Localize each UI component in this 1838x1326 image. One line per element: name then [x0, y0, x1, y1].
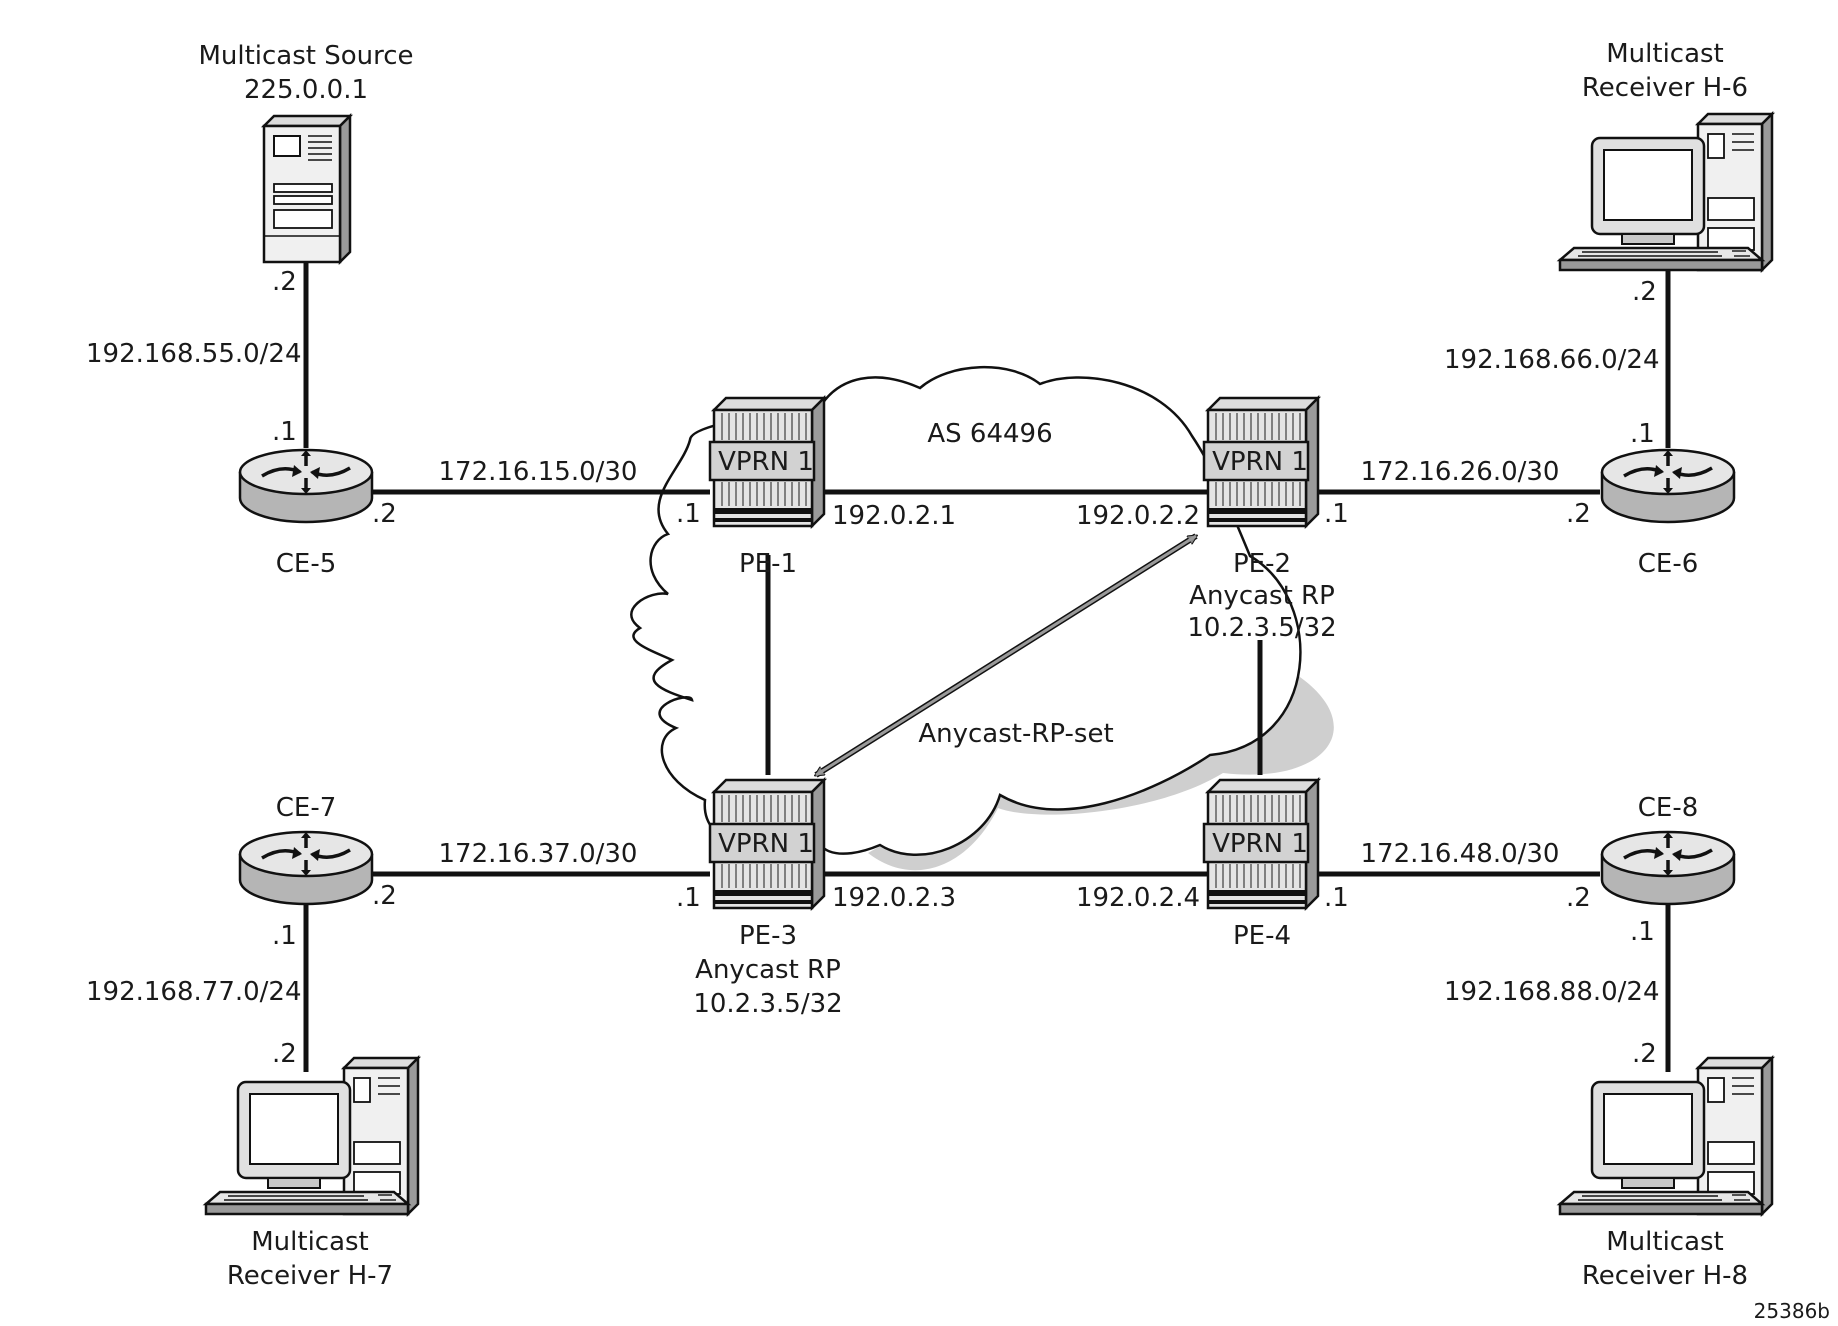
pe1-p2p-octet: .1 [676, 499, 701, 529]
h8-label-line1: Multicast [1606, 1227, 1724, 1257]
pe2-p2p-octet: .1 [1324, 499, 1349, 529]
ce7-pe3-subnet: 172.16.37.0/30 [439, 839, 638, 869]
ce7-p2p-octet: .2 [372, 881, 397, 911]
pe1-system-ip: 192.0.2.1 [832, 501, 956, 531]
as-number-label: AS 64496 [927, 419, 1052, 449]
ce6-router-icon [1600, 448, 1736, 524]
pe3-anycast-rp-label: Anycast RP [695, 955, 841, 985]
h8-lan-subnet: 192.168.88.0/24 [1444, 977, 1660, 1007]
pe2-vprn-label: VPRN 1 [1212, 447, 1308, 477]
ce5-lan-octet: .1 [272, 417, 297, 447]
h6-octet: .2 [1632, 277, 1657, 307]
ce5-router-icon [238, 448, 374, 524]
source-group: 225.0.0.1 [244, 75, 368, 105]
multicast-source-server-icon [262, 114, 352, 264]
pe4-vprn-label: VPRN 1 [1212, 829, 1308, 859]
h7-octet: .2 [272, 1039, 297, 1069]
pe2-label: PE-2 [1233, 549, 1291, 579]
source-octet: .2 [272, 267, 297, 297]
source-title: Multicast Source [198, 41, 413, 71]
ce8-lan-octet: .1 [1630, 917, 1655, 947]
h7-lan-subnet: 192.168.77.0/24 [86, 977, 302, 1007]
h8-label-line2: Receiver H-8 [1582, 1261, 1748, 1291]
pe2-system-ip: 192.0.2.2 [1076, 501, 1200, 531]
source-lan-subnet: 192.168.55.0/24 [86, 339, 302, 369]
ce8-p2p-octet: .2 [1566, 883, 1591, 913]
h7-label-line1: Multicast [251, 1227, 369, 1257]
receiver-h8-workstation-icon [1558, 1056, 1774, 1216]
pe4-p2p-octet: .1 [1324, 883, 1349, 913]
h6-label-line2: Receiver H-6 [1582, 73, 1748, 103]
ce6-p2p-octet: .2 [1566, 499, 1591, 529]
pe3-anycast-address: 10.2.3.5/32 [693, 989, 842, 1019]
pe2-anycast-rp-label: Anycast RP [1189, 581, 1335, 611]
receiver-h7-workstation-icon [204, 1056, 420, 1216]
pe4-system-ip: 192.0.2.4 [1076, 883, 1200, 913]
h8-octet: .2 [1632, 1039, 1657, 1069]
ce7-lan-octet: .1 [272, 921, 297, 951]
figure-id: 25386b [1754, 1299, 1830, 1323]
ce5-pe1-subnet: 172.16.15.0/30 [439, 457, 638, 487]
links [303, 232, 1671, 1072]
ce8-pe4-subnet: 172.16.48.0/30 [1361, 839, 1560, 869]
pe3-system-ip: 192.0.2.3 [832, 883, 956, 913]
receiver-h6-workstation-icon [1558, 112, 1774, 272]
h6-lan-subnet: 192.168.66.0/24 [1444, 345, 1660, 375]
pe3-vprn-label: VPRN 1 [718, 829, 814, 859]
ce5-label: CE-5 [276, 549, 337, 579]
ce8-router-icon [1600, 830, 1736, 906]
ce8-label: CE-8 [1638, 793, 1699, 823]
pe3-p2p-octet: .1 [676, 883, 701, 913]
pe3-label: PE-3 [739, 921, 797, 951]
ce6-lan-octet: .1 [1630, 419, 1655, 449]
ce6-label: CE-6 [1638, 549, 1699, 579]
ce5-p2p-octet: .2 [372, 499, 397, 529]
ce7-label: CE-7 [276, 793, 337, 823]
pe1-vprn-label: VPRN 1 [718, 447, 814, 477]
ce7-router-icon [238, 830, 374, 906]
pe2-anycast-address: 10.2.3.5/32 [1187, 613, 1336, 643]
pe1-label: PE-1 [739, 549, 797, 579]
h6-label-line1: Multicast [1606, 39, 1724, 69]
pe4-label: PE-4 [1233, 921, 1291, 951]
ce6-pe2-subnet: 172.16.26.0/30 [1361, 457, 1560, 487]
anycast-rp-set-label: Anycast-RP-set [918, 719, 1113, 749]
h7-label-line2: Receiver H-7 [227, 1261, 393, 1291]
